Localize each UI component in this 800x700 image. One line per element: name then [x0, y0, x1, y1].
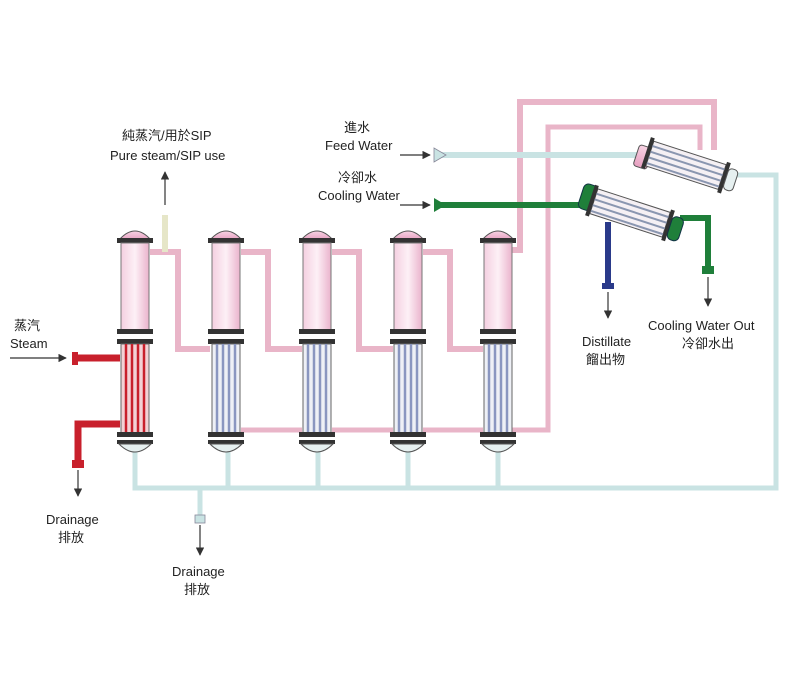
- label-sip-zh: 純蒸汽/用於SIP: [122, 128, 212, 143]
- column-1: [117, 230, 153, 453]
- label-drain-left-en: Drainage: [46, 512, 99, 527]
- label-cooling-zh: 冷卻水: [338, 170, 377, 185]
- condenser-lower: [577, 183, 684, 242]
- distillate-nozzle: [602, 283, 614, 289]
- label-feed-en: Feed Water: [325, 138, 393, 153]
- flow-arrows: [10, 150, 713, 556]
- label-cooling-en: Cooling Water: [318, 188, 401, 203]
- evaporator-columns: [117, 230, 516, 453]
- label-steam-zh: 蒸汽: [14, 318, 40, 333]
- label-drain-mid-zh: 排放: [184, 582, 210, 597]
- label-drain-mid-en: Drainage: [172, 564, 225, 579]
- steam-drain-nozzle: [72, 460, 84, 468]
- cooling-water-pipe: [440, 202, 711, 268]
- label-drain-left-zh: 排放: [58, 530, 84, 545]
- pink-pipes: [150, 99, 717, 433]
- column-5: [480, 230, 516, 453]
- column-3: [299, 230, 335, 453]
- label-cw-out-zh: 冷卻水出: [682, 336, 734, 351]
- feed-water-inlet-nozzle: [433, 147, 447, 163]
- label-distillate-en: Distillate: [582, 334, 631, 349]
- steam-pipes: [74, 354, 120, 462]
- condenser-upper: [633, 137, 739, 194]
- column-4: [390, 230, 426, 453]
- cooling-water-inlet-nozzle: [434, 198, 446, 212]
- drain-valve-mid: [194, 514, 206, 524]
- label-distillate-zh: 餾出物: [586, 352, 625, 367]
- steam-inlet-nozzle: [72, 352, 78, 365]
- feed-water-pipe: [132, 152, 779, 515]
- label-cw-out-en: Cooling Water Out: [648, 318, 755, 333]
- label-steam-en: Steam: [10, 336, 48, 351]
- labels: 純蒸汽/用於SIP Pure steam/SIP use 進水 Feed Wat…: [10, 120, 755, 597]
- label-feed-zh: 進水: [344, 120, 370, 135]
- cooling-water-outlet-nozzle: [702, 266, 714, 274]
- column-2: [208, 230, 244, 453]
- label-sip-en: Pure steam/SIP use: [110, 148, 225, 163]
